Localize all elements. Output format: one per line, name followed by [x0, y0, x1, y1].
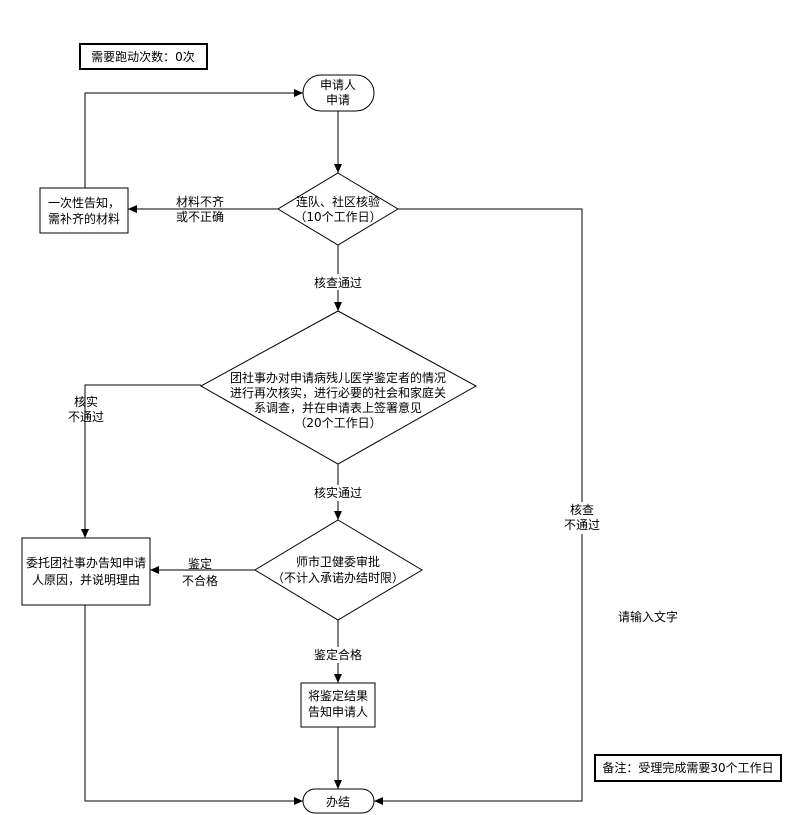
node-recheck-line-4: （20个工作日） [294, 416, 381, 430]
node-notify-materials-line-1: 一次性告知， [48, 196, 120, 210]
label-verify-failed-2: 不通过 [68, 410, 104, 424]
arrow-notify-reason-to-end [84, 605, 303, 805]
node-end-text: 办结 [326, 794, 350, 809]
note-text: 备注：受理完成需要30个工作日 [602, 760, 773, 775]
connectors [81, 89, 583, 805]
node-verify-line-1: 连队、社区核验 [296, 194, 380, 209]
placeholder-text[interactable]: 请输入文字 [618, 609, 678, 624]
node-notify-reason-line-1: 委托团社事办告知申请 [26, 555, 146, 570]
node-approve-line-1: 师市卫健委审批 [296, 554, 380, 569]
node-notify-materials-line-2: 需补齐的材料 [48, 211, 120, 226]
arrow-recheck-to-notify-reason [81, 384, 201, 538]
node-notify-reason-line-2: 人原因，并说明理由 [32, 572, 140, 587]
label-verify-failed-1: 核实 [74, 394, 98, 409]
node-notify-result: 将鉴定结果 告知申请人 [300, 682, 376, 728]
node-notify-result-line-2: 告知申请人 [308, 705, 368, 719]
node-notify-result-line-1: 将鉴定结果 [308, 688, 368, 703]
node-recheck-line-2: 进行再次核实，进行必要的社会和家庭关 [230, 385, 446, 400]
arrow-loop-to-start [84, 89, 303, 188]
label-check-passed: 核查通过 [314, 276, 362, 290]
node-approve-line-2: （不计入承诺办结时限） [272, 570, 404, 585]
edge-labels: 材料不齐 或不正确 核查通过 核实 不通过 核实通过 鉴定 不合格 鉴定合格 核… [68, 194, 608, 663]
node-end: 办结 [302, 788, 375, 814]
label-appraisal-passed: 鉴定合格 [314, 647, 362, 662]
run-count-box: 需要跑动次数：0次 [79, 43, 208, 70]
node-recheck-line-3: 系调查，并在申请表上签署意见 [254, 400, 422, 415]
node-recheck: 团社事办对申请病残儿医学鉴定者的情况 进行再次核实，进行必要的社会和家庭关 系调… [199, 310, 478, 465]
node-start-line-2: 申请 [326, 93, 350, 107]
label-check-failed-2: 不通过 [564, 518, 600, 532]
label-appraisal-failed-1: 鉴定 [188, 556, 212, 571]
node-start-line-1: 申请人 [320, 78, 356, 92]
node-start: 申请人 申请 [302, 74, 375, 112]
arrow-verify-to-end [374, 208, 583, 805]
node-notify-materials: 一次性告知， 需补齐的材料 [39, 187, 129, 234]
node-notify-reason: 委托团社事办告知申请 人原因，并说明理由 [21, 537, 151, 606]
label-verify-passed: 核实通过 [314, 485, 362, 500]
node-approve: 师市卫健委审批 （不计入承诺办结时限） [254, 519, 423, 621]
label-materials-incomplete-1: 材料不齐 [176, 194, 224, 209]
label-check-failed-1: 核查 [570, 503, 594, 517]
node-verify: 连队、社区核验 （10个工作日） [277, 172, 399, 246]
note-box: 备注：受理完成需要30个工作日 [594, 754, 782, 782]
label-appraisal-failed-2: 不合格 [182, 573, 218, 588]
label-materials-incomplete-2: 或不正确 [176, 210, 224, 224]
node-recheck-line-1: 团社事办对申请病残儿医学鉴定者的情况 [230, 370, 446, 385]
run-count-text: 需要跑动次数：0次 [91, 49, 195, 64]
node-verify-line-2: （10个工作日） [294, 210, 381, 224]
